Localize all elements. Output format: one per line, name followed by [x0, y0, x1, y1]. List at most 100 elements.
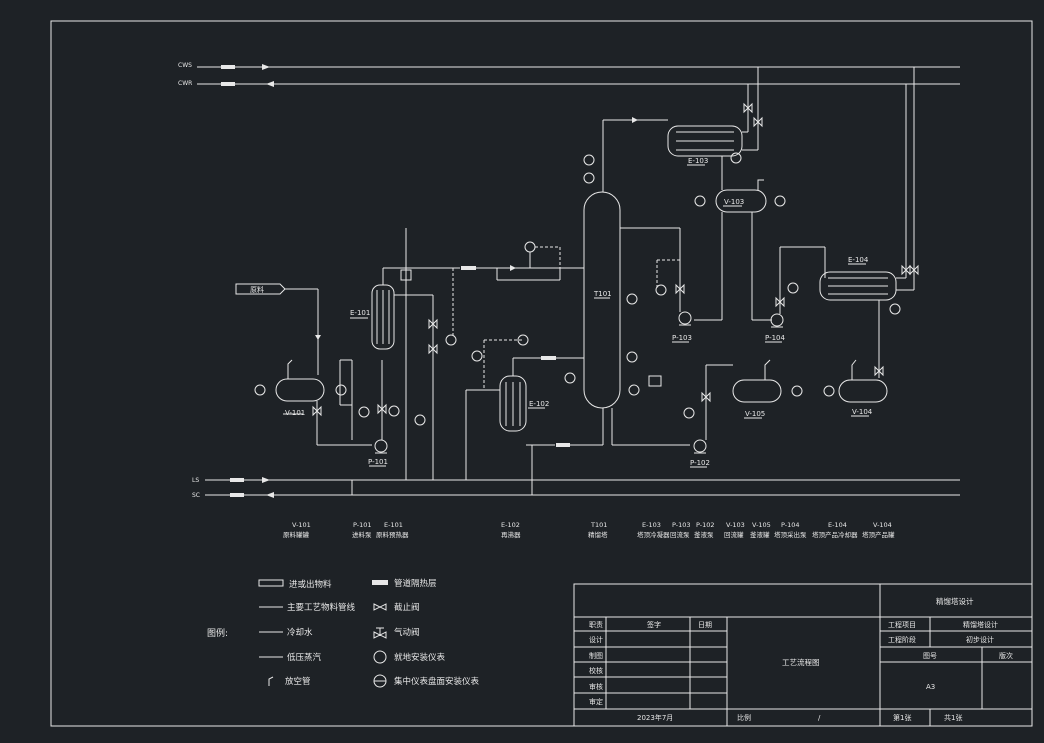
pump-p101: P-101: [339, 359, 400, 467]
sc-label: SC: [192, 492, 200, 499]
svg-text:签字: 签字: [647, 620, 661, 629]
condenser-e103: E-103: [667, 67, 763, 190]
material-in-out-icon: [258, 579, 284, 587]
eq-name: 塔顶冷凝器: [637, 530, 670, 539]
insulation-marker: [230, 478, 244, 482]
pump-p104: P-104: [765, 246, 826, 343]
svg-text:A3: A3: [926, 683, 935, 691]
eq-tag: E-101: [384, 521, 403, 529]
vent-pipe-icon: [268, 676, 274, 686]
ls-label: LS: [192, 477, 199, 484]
local-instrument-icon: [373, 650, 387, 664]
svg-text:第1张: 第1张: [893, 713, 911, 722]
eq-tag: E-103: [642, 521, 661, 529]
svg-text:E-104: E-104: [848, 256, 869, 264]
gate-valve-icon: [373, 603, 387, 611]
svg-text:工程项目: 工程项目: [888, 620, 916, 629]
insulation-marker: [221, 82, 235, 86]
svg-text:气动阀: 气动阀: [394, 627, 420, 638]
eq-name: 进料泵: [352, 530, 372, 539]
eq-tag: P-102: [696, 521, 715, 529]
vessel-v103: V-103: [694, 179, 786, 321]
eq-name: 塔顶产品罐: [862, 530, 895, 539]
eq-tag: V-103: [726, 521, 745, 529]
insulation-icon: [372, 580, 388, 585]
eq-name: 原料罐罐: [283, 530, 310, 539]
arrow-left-icon: [266, 492, 274, 498]
legend: 图例: 进或出物料 主要工艺物料管线 冷却水 低压蒸汽 放空管 管道隔热层 截止…: [207, 578, 480, 688]
svg-text:P-104: P-104: [765, 334, 786, 342]
svg-text:审核: 审核: [589, 682, 603, 691]
eq-tag: V-104: [873, 521, 892, 529]
project-title: 精馏塔设计: [936, 596, 974, 606]
svg-text:P-103: P-103: [672, 334, 692, 342]
svg-text:版次: 版次: [999, 651, 1013, 660]
reboiler-e102: E-102: [465, 334, 603, 480]
eq-name: 釜液泵: [694, 530, 714, 539]
svg-text:放空管: 放空管: [285, 676, 311, 687]
cwr-label: CWR: [178, 80, 192, 87]
eq-tag: P-104: [781, 521, 800, 529]
svg-text:工程阶段: 工程阶段: [888, 635, 916, 644]
svg-text:E-101: E-101: [350, 309, 370, 317]
title-block: 精馏塔设计 工程项目 精馏塔设计 工程阶段 初步设计 图号 版次 A3 职责 设…: [573, 583, 1033, 727]
svg-text:V-103: V-103: [724, 198, 744, 206]
svg-text:比例: 比例: [737, 713, 751, 722]
eq-tag: V-101: [292, 521, 311, 529]
svg-text:审定: 审定: [589, 697, 603, 706]
svg-text:进或出物料: 进或出物料: [289, 579, 332, 590]
arrow-right-icon: [262, 64, 270, 70]
svg-text:校核: 校核: [589, 666, 603, 675]
insulation-marker: [461, 266, 476, 270]
svg-text:集中仪表盘面安装仪表: 集中仪表盘面安装仪表: [394, 676, 480, 687]
insulation-marker: [221, 65, 235, 69]
svg-text:/: /: [818, 714, 821, 722]
vessel-v104: V-104: [823, 359, 888, 417]
drawing-name: 工艺流程图: [782, 657, 820, 667]
utility-headers: CWS CWR LS SC: [178, 62, 960, 499]
pump-p103: P-103: [655, 259, 692, 343]
svg-text:P-102: P-102: [690, 459, 710, 467]
eq-tag: E-102: [501, 521, 520, 529]
eq-tag: P-101: [353, 521, 372, 529]
svg-text:P-101: P-101: [368, 458, 388, 466]
svg-text:共1张: 共1张: [944, 713, 962, 722]
svg-text:原料: 原料: [250, 285, 264, 294]
svg-text:2023年7月: 2023年7月: [637, 713, 673, 722]
exchanger-e101: E-101: [350, 228, 460, 480]
eq-name: 塔顶产品冷却器: [812, 530, 858, 539]
eq-tag: V-105: [752, 521, 771, 529]
arrow-right-icon: [262, 477, 270, 483]
svg-text:图号: 图号: [923, 652, 937, 660]
eq-tag: T101: [590, 521, 607, 529]
eq-name: 原料预热器: [376, 530, 409, 539]
feed-line: [461, 241, 584, 281]
svg-text:设计: 设计: [589, 635, 603, 644]
eq-name: 再沸器: [501, 530, 521, 539]
eq-tag: E-104: [828, 521, 847, 529]
legend-title: 图例:: [207, 627, 228, 639]
pneumatic-valve-icon: [373, 627, 387, 639]
eq-name: 塔顶采出泵: [774, 530, 807, 539]
equipment-list: V-101 原料罐罐 P-101 进料泵 E-101 原料预热器 E-102 再…: [283, 521, 895, 539]
eq-name: 精馏塔: [588, 530, 608, 539]
eq-name: 回流泵: [670, 530, 690, 539]
svg-text:E-103: E-103: [688, 157, 708, 165]
svg-text:精馏塔设计: 精馏塔设计: [963, 620, 998, 629]
svg-text:主要工艺物料管线: 主要工艺物料管线: [287, 602, 356, 613]
svg-text:V-101: V-101: [285, 409, 305, 417]
svg-text:就地安装仪表: 就地安装仪表: [394, 652, 446, 663]
cws-label: CWS: [178, 62, 192, 69]
feed-inlet: 原料: [235, 283, 321, 375]
svg-text:初步设计: 初步设计: [966, 635, 994, 644]
field-instrument-icon: [254, 384, 266, 396]
eq-name: 回流罐: [724, 530, 744, 539]
svg-text:T101: T101: [593, 290, 612, 298]
eq-tag: P-103: [672, 521, 691, 529]
vessel-v105: V-105: [701, 359, 803, 440]
svg-text:管道隔热层: 管道隔热层: [394, 578, 437, 589]
svg-text:冷却水: 冷却水: [287, 627, 313, 638]
svg-text:制图: 制图: [589, 651, 603, 660]
cooler-e104: E-104: [819, 67, 919, 378]
